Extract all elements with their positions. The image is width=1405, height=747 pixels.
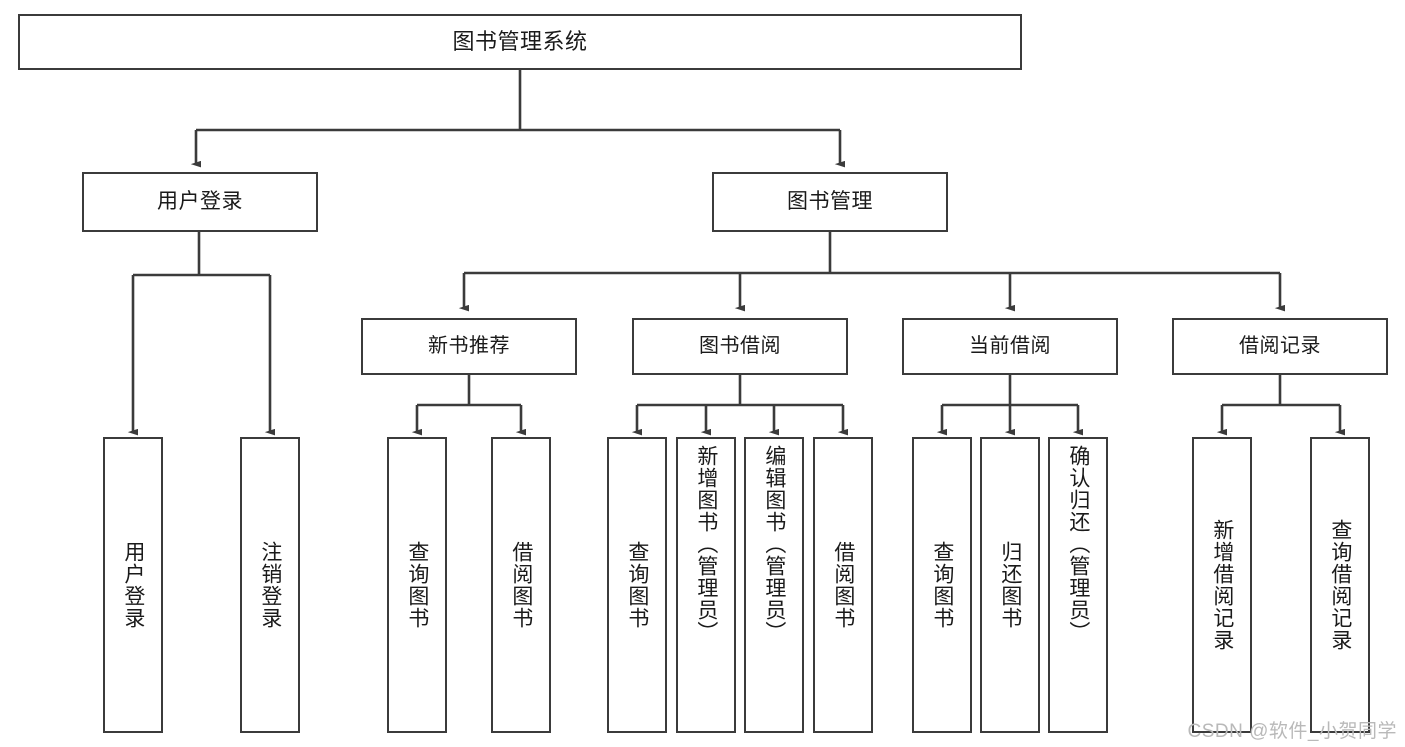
node-borrow-record-label: 借阅记录: [1239, 335, 1321, 357]
node-leaf-query-record[interactable]: 查询借阅记录: [1310, 437, 1370, 733]
node-leaf-query-book-3-label: 查询图书: [930, 541, 954, 629]
node-leaf-edit-book-label: 编辑图书（管理员）: [762, 445, 786, 643]
node-user-login-label: 用户登录: [157, 189, 243, 213]
node-leaf-query-book-1-label: 查询图书: [405, 541, 429, 629]
node-leaf-query-record-label: 查询借阅记录: [1328, 519, 1352, 651]
node-leaf-confirm-return[interactable]: 确认归还（管理员）: [1048, 437, 1108, 733]
node-leaf-logout-label: 注销登录: [258, 541, 282, 629]
node-leaf-query-book-1[interactable]: 查询图书: [387, 437, 447, 733]
node-leaf-borrow-book-2[interactable]: 借阅图书: [813, 437, 873, 733]
node-borrow-record[interactable]: 借阅记录: [1172, 318, 1388, 375]
node-leaf-query-book-2-label: 查询图书: [625, 541, 649, 629]
node-book-manage[interactable]: 图书管理: [712, 172, 948, 232]
node-leaf-edit-book[interactable]: 编辑图书（管理员）: [744, 437, 804, 733]
node-leaf-confirm-return-label: 确认归还（管理员）: [1066, 445, 1090, 643]
node-leaf-user-login[interactable]: 用户登录: [103, 437, 163, 733]
node-leaf-add-book[interactable]: 新增图书（管理员）: [676, 437, 736, 733]
node-new-book-rec[interactable]: 新书推荐: [361, 318, 577, 375]
node-root[interactable]: 图书管理系统: [18, 14, 1022, 70]
node-leaf-add-record-label: 新增借阅记录: [1210, 519, 1234, 651]
node-leaf-user-login-label: 用户登录: [121, 541, 145, 629]
node-current-borrow-label: 当前借阅: [969, 335, 1051, 357]
node-book-borrow[interactable]: 图书借阅: [632, 318, 848, 375]
node-leaf-add-record[interactable]: 新增借阅记录: [1192, 437, 1252, 733]
node-leaf-borrow-book-1[interactable]: 借阅图书: [491, 437, 551, 733]
node-leaf-add-book-label: 新增图书（管理员）: [694, 445, 718, 643]
node-leaf-query-book-2[interactable]: 查询图书: [607, 437, 667, 733]
csdn-watermark: CSDN @软件_小贺同学: [1187, 721, 1397, 742]
node-root-label: 图书管理系统: [452, 29, 588, 55]
node-leaf-query-book-3[interactable]: 查询图书: [912, 437, 972, 733]
node-book-manage-label: 图书管理: [787, 189, 873, 213]
node-leaf-return-book[interactable]: 归还图书: [980, 437, 1040, 733]
node-leaf-return-book-label: 归还图书: [998, 541, 1022, 629]
node-user-login[interactable]: 用户登录: [82, 172, 318, 232]
node-new-book-rec-label: 新书推荐: [428, 335, 510, 357]
node-leaf-logout[interactable]: 注销登录: [240, 437, 300, 733]
node-book-borrow-label: 图书借阅: [699, 335, 781, 357]
node-leaf-borrow-book-2-label: 借阅图书: [831, 541, 855, 629]
node-leaf-borrow-book-1-label: 借阅图书: [509, 541, 533, 629]
node-current-borrow[interactable]: 当前借阅: [902, 318, 1118, 375]
